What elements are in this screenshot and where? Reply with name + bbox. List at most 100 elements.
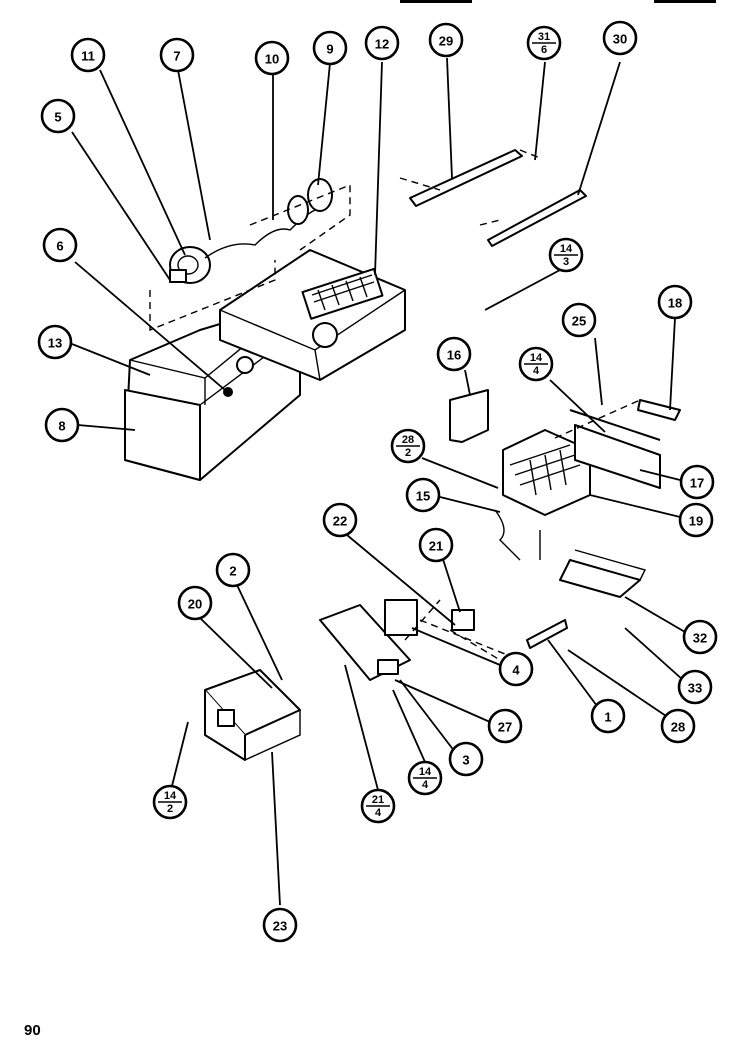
callout-number: 16 — [447, 348, 461, 363]
callout-numerator: 28 — [402, 434, 414, 446]
callout-number: 20 — [188, 597, 202, 612]
top-rule-right — [654, 0, 716, 3]
callout-number: 6 — [56, 239, 63, 254]
callout-number: 19 — [689, 514, 703, 529]
callout-17: 17 — [679, 464, 715, 500]
callout-circle — [70, 37, 106, 73]
callout-circle — [660, 708, 696, 744]
callout-10: 10 — [254, 40, 290, 76]
callout-23: 23 — [262, 907, 298, 943]
callout-number: 12 — [375, 37, 389, 52]
callout-numerator: 31 — [538, 31, 550, 43]
callout-12: 12 — [364, 25, 400, 61]
callout-14-3: 143 — [548, 237, 584, 273]
callout-circle — [44, 407, 80, 443]
callout-number: 28 — [671, 720, 685, 735]
callout-circle — [428, 22, 464, 58]
callout-denominator: 6 — [541, 44, 547, 56]
callout-16: 16 — [436, 336, 472, 372]
ice-maker-module — [449, 389, 681, 561]
callout-numerator: 14 — [419, 766, 432, 778]
callout-21-4: 214 — [360, 788, 396, 824]
callout-1: 1 — [590, 698, 626, 734]
callout-18: 18 — [657, 284, 693, 320]
callout-2: 2 — [215, 552, 251, 588]
callout-circle — [40, 98, 76, 134]
callout-20: 20 — [177, 585, 213, 621]
callout-number: 32 — [693, 631, 707, 646]
callout-number: 13 — [48, 336, 62, 351]
callout-number: 27 — [498, 720, 512, 735]
control-housing — [204, 599, 521, 761]
callout-number: 15 — [416, 489, 430, 504]
callout-number: 5 — [54, 110, 61, 125]
callout-19: 19 — [678, 502, 714, 538]
callout-circle — [177, 585, 213, 621]
callout-number: 8 — [58, 419, 65, 434]
callout-3: 3 — [448, 741, 484, 777]
callout-denominator: 4 — [422, 779, 429, 791]
callout-number: 25 — [572, 314, 586, 329]
callout-number: 9 — [326, 42, 333, 57]
callout-circle — [487, 708, 523, 744]
callout-numerator: 14 — [530, 352, 543, 364]
callout-circle — [405, 477, 441, 513]
callout-circle — [436, 336, 472, 372]
callout-number: 18 — [668, 296, 682, 311]
callout-circle — [215, 552, 251, 588]
callout-circle — [322, 502, 358, 538]
callout-circle — [364, 25, 400, 61]
callout-15: 15 — [405, 477, 441, 513]
callout-circle — [262, 907, 298, 943]
rail-assemblies — [399, 149, 587, 247]
callout-circle — [678, 502, 714, 538]
callout-number: 23 — [273, 919, 287, 934]
callout-circle — [602, 20, 638, 56]
callout-31-6: 316 — [526, 25, 562, 61]
callout-number: 22 — [333, 514, 347, 529]
callout-33: 33 — [677, 669, 713, 705]
callout-numerator: 14 — [560, 243, 573, 255]
page-number: 90 — [24, 1022, 41, 1039]
callout-13: 13 — [37, 324, 73, 360]
callout-numerator: 14 — [164, 790, 177, 802]
callout-32: 32 — [682, 619, 718, 655]
callout-9: 9 — [312, 30, 348, 66]
callout-22: 22 — [322, 502, 358, 538]
callout-14-4b: 144 — [407, 760, 443, 796]
callout-denominator: 4 — [375, 807, 382, 819]
callout-number: 7 — [173, 49, 180, 64]
top-rule-left — [400, 0, 472, 3]
callout-number: 10 — [265, 52, 279, 67]
callout-number: 3 — [462, 753, 469, 768]
callout-28-2: 282 — [390, 428, 426, 464]
callout-number: 4 — [512, 663, 520, 678]
callout-28: 28 — [660, 708, 696, 744]
callout-denominator: 3 — [563, 256, 569, 268]
callout-7: 7 — [159, 37, 195, 73]
callout-number: 2 — [229, 564, 236, 579]
callout-circle — [37, 324, 73, 360]
callout-number: 21 — [429, 539, 443, 554]
callout-circle — [682, 619, 718, 655]
callout-27: 27 — [487, 708, 523, 744]
callout-circle — [498, 651, 534, 687]
ice-tray-housing — [219, 249, 406, 397]
callout-denominator: 4 — [533, 365, 540, 377]
callout-29: 29 — [428, 22, 464, 58]
callout-circle — [159, 37, 195, 73]
callout-5: 5 — [40, 98, 76, 134]
callout-circle — [448, 741, 484, 777]
callout-30: 30 — [602, 20, 638, 56]
callout-number: 17 — [690, 476, 704, 491]
callout-circle — [590, 698, 626, 734]
motor-assembly — [149, 178, 351, 332]
callout-21: 21 — [418, 527, 454, 563]
callout-6: 6 — [42, 227, 78, 263]
callout-14-4a: 144 — [518, 346, 554, 382]
callout-circle — [561, 302, 597, 338]
leader-lines — [71, 57, 686, 906]
callout-circle — [657, 284, 693, 320]
callout-number: 30 — [613, 32, 627, 47]
callout-denominator: 2 — [167, 803, 173, 815]
